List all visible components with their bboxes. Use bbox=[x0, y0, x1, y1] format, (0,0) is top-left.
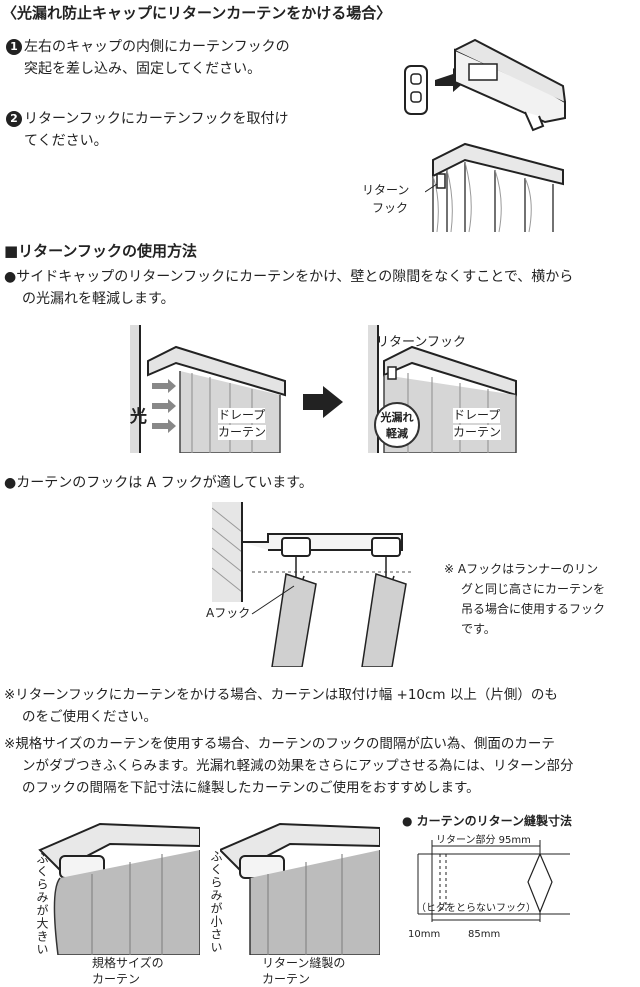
a-hook-note-line4: です。 bbox=[461, 622, 496, 636]
badge-line1: 光漏れ bbox=[380, 411, 414, 424]
return-dimension-diagram bbox=[410, 832, 575, 922]
return-sewn-curtain-illustration bbox=[220, 820, 380, 955]
dimension-title: ● カーテンのリターン縫製寸法 bbox=[402, 814, 573, 828]
drape-right-line2: カーテン bbox=[453, 425, 502, 440]
step1-number: 1 bbox=[6, 39, 22, 55]
return-hook-label-line1: リターン bbox=[362, 183, 410, 197]
return-caption-line2: カーテン bbox=[262, 972, 311, 986]
dim-pleat-note: （ヒダをとらないフック） bbox=[416, 903, 536, 914]
section3-desc: ●カーテンのフックは A フックが適しています。 bbox=[4, 475, 313, 491]
badge-line2: 軽減 bbox=[386, 427, 408, 440]
a-hook-note-line3: 吊る場合に使用するフック bbox=[461, 602, 606, 616]
a-hook-note-line1: ※ Aフックはランナーのリン bbox=[444, 562, 599, 576]
cap-hook-illustration bbox=[395, 30, 575, 140]
small-bulge-label: ふくらみが小さい bbox=[209, 850, 223, 954]
drape-left-line1: ドレープ bbox=[218, 408, 266, 423]
step1-line2: 突起を差し込み、固定してください。 bbox=[24, 61, 262, 77]
note2-line1: ※規格サイズのカーテンを使用する場合、カーテンのフックの間隔が広い為、側面のカー… bbox=[4, 736, 555, 752]
standard-curtain-illustration bbox=[30, 820, 200, 955]
note2-line3: のフックの間隔を下記寸法に縫製したカーテンのご使用をおすすめします。 bbox=[22, 780, 480, 796]
step2-line1: リターンフックにカーテンフックを取付け bbox=[24, 111, 289, 127]
step1-line1: 左右のキャップの内側にカーテンフックの bbox=[24, 39, 290, 55]
standard-caption-line2: カーテン bbox=[92, 972, 141, 986]
return-hook-curtain-illustration bbox=[425, 140, 565, 235]
a-hook-note-line2: グと同じ高さにカーテンを bbox=[461, 582, 606, 596]
step2-line2: てください。 bbox=[24, 133, 108, 149]
a-hook-label: Aフック bbox=[206, 606, 251, 620]
light-label: 光 bbox=[130, 407, 147, 427]
dim-return-label: リターン部分 95mm bbox=[436, 835, 531, 846]
light-reduced-badge: 光漏れ 軽減 bbox=[374, 402, 420, 448]
dim-10mm: 10mm bbox=[408, 929, 441, 940]
standard-caption-line1: 規格サイズの bbox=[92, 956, 164, 970]
drape-left-line2: カーテン bbox=[218, 425, 267, 440]
section2-desc-line1: ●サイドキャップのリターンフックにカーテンをかけ、壁との隙間をなくすことで、横か… bbox=[4, 269, 574, 285]
return-caption-line1: リターン縫製の bbox=[262, 956, 346, 970]
section2-title: ■リターンフックの使用方法 bbox=[4, 242, 197, 260]
a-hook-illustration bbox=[212, 502, 412, 667]
drape-right-line1: ドレープ bbox=[453, 408, 501, 423]
step2-number: 2 bbox=[6, 111, 22, 127]
return-hook-label: リターンフック bbox=[376, 335, 466, 350]
section2-desc-line2: の光漏れを軽減します。 bbox=[22, 291, 175, 307]
section1-title: 〈光漏れ防止キャップにリターンカーテンをかける場合〉 bbox=[2, 4, 392, 22]
note1-line1: ※リターンフックにカーテンをかける場合、カーテンは取付け幅 +10cm 以上（片… bbox=[4, 687, 558, 703]
return-hook-label-line2: フック bbox=[372, 201, 409, 215]
note1-line2: のをご使用ください。 bbox=[22, 709, 157, 725]
large-bulge-label: ふくらみが大きい bbox=[35, 852, 49, 956]
right-arrow-icon bbox=[303, 386, 343, 418]
dim-85mm: 85mm bbox=[468, 929, 501, 940]
note2-line2: ンがダブつきふくらみます。光漏れ軽減の効果をさらにアップさせる為には、リターン部… bbox=[22, 758, 574, 774]
